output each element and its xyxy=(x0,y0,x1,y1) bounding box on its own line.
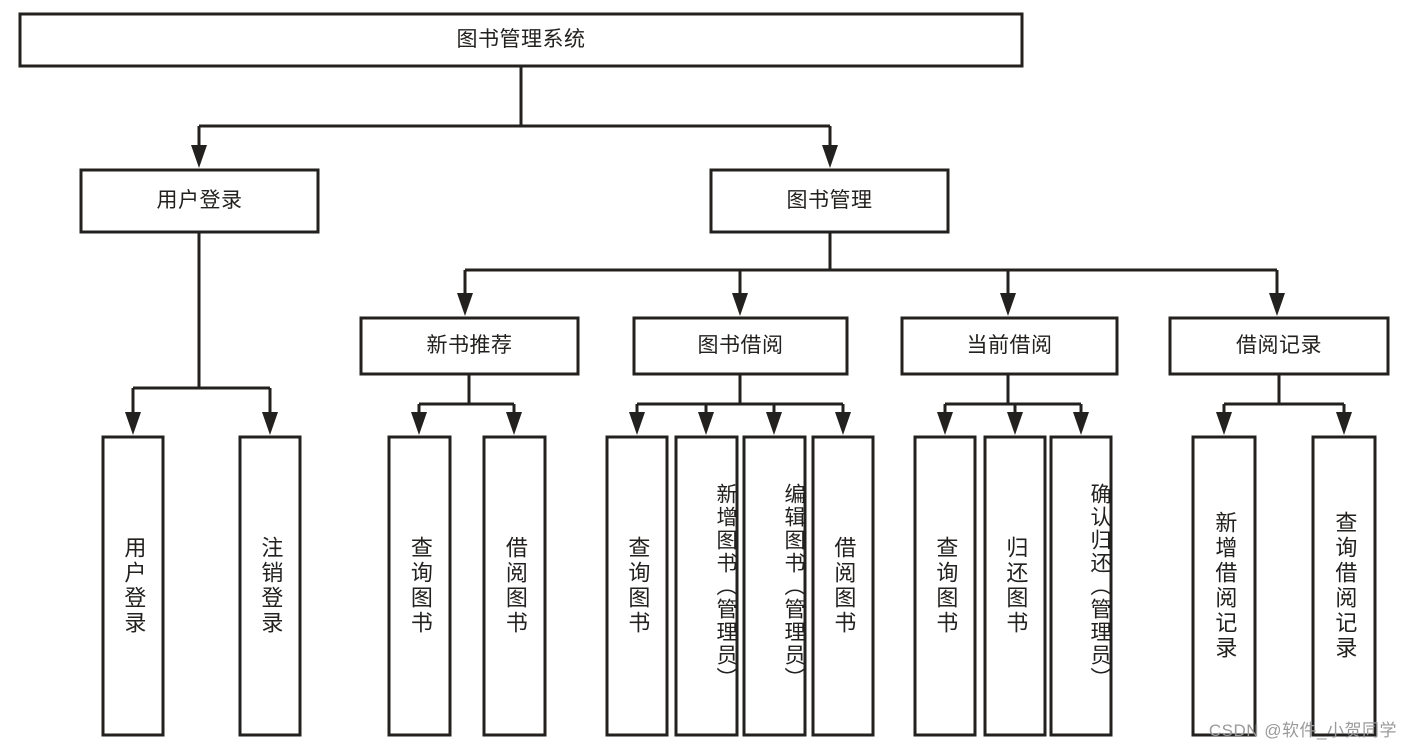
box-user-login xyxy=(79,168,320,234)
box-new-book-recommend xyxy=(359,316,580,376)
box-book-borrow xyxy=(632,316,849,376)
arrow-nbr-left xyxy=(411,412,427,435)
connectors-current-borrow-to-leaves xyxy=(937,374,1089,435)
box-leaf-user-logout xyxy=(238,435,302,737)
arrow-user-login-right xyxy=(262,412,278,435)
connectors-root-to-level2 xyxy=(191,66,838,168)
arrow-bm-to-new-book xyxy=(457,293,473,316)
arrow-cb-2 xyxy=(1007,412,1023,435)
connectors-book-borrow-to-leaves xyxy=(629,374,851,435)
box-leaf-add-book-admin xyxy=(674,435,739,737)
box-leaf-confirm-return-admin xyxy=(1049,435,1113,737)
arrow-nbr-right xyxy=(506,412,522,435)
box-current-borrow xyxy=(900,316,1119,376)
box-leaf-edit-book-admin xyxy=(742,435,807,737)
box-leaf-borrow-book xyxy=(811,435,875,737)
arrow-bb-4 xyxy=(835,412,851,435)
arrow-bm-to-borrow-record xyxy=(1269,293,1285,316)
arrow-bm-to-current-borrow xyxy=(1000,293,1016,316)
box-leaf-query-book-borrow xyxy=(605,435,669,737)
box-leaf-query-book-recommend xyxy=(387,435,452,737)
box-leaf-query-book-current xyxy=(913,435,977,737)
arrow-bb-3 xyxy=(766,412,782,435)
box-leaf-query-borrow-record xyxy=(1311,435,1377,737)
connectors-borrow-record-to-leaves xyxy=(1216,374,1352,435)
box-book-management xyxy=(709,168,950,234)
csdn-watermark: CSDN @软件_小贺同学 xyxy=(1208,721,1397,740)
box-leaf-borrow-book-recommend xyxy=(482,435,547,737)
box-leaf-user-login xyxy=(101,435,165,737)
arrow-br-right xyxy=(1336,412,1352,435)
connectors-new-book-recommend-to-leaves xyxy=(411,374,522,435)
arrow-bm-to-book-borrow xyxy=(732,293,748,316)
arrow-root-to-book-management xyxy=(822,145,838,168)
box-leaf-return-book xyxy=(983,435,1047,737)
node-boxes xyxy=(18,12,1390,737)
connectors-book-management-to-level3 xyxy=(457,232,1285,316)
box-root xyxy=(18,12,1024,68)
connectors-user-login-to-leaves xyxy=(125,232,278,435)
arrow-bb-1 xyxy=(629,412,645,435)
arrow-cb-3 xyxy=(1073,412,1089,435)
box-borrow-record xyxy=(1168,316,1390,376)
arrow-bb-2 xyxy=(698,412,714,435)
arrow-user-login-left xyxy=(125,412,141,435)
arrow-root-to-user-login xyxy=(191,145,207,168)
arrow-br-left xyxy=(1216,412,1232,435)
arrow-cb-1 xyxy=(937,412,953,435)
box-leaf-add-borrow-record xyxy=(1191,435,1257,737)
